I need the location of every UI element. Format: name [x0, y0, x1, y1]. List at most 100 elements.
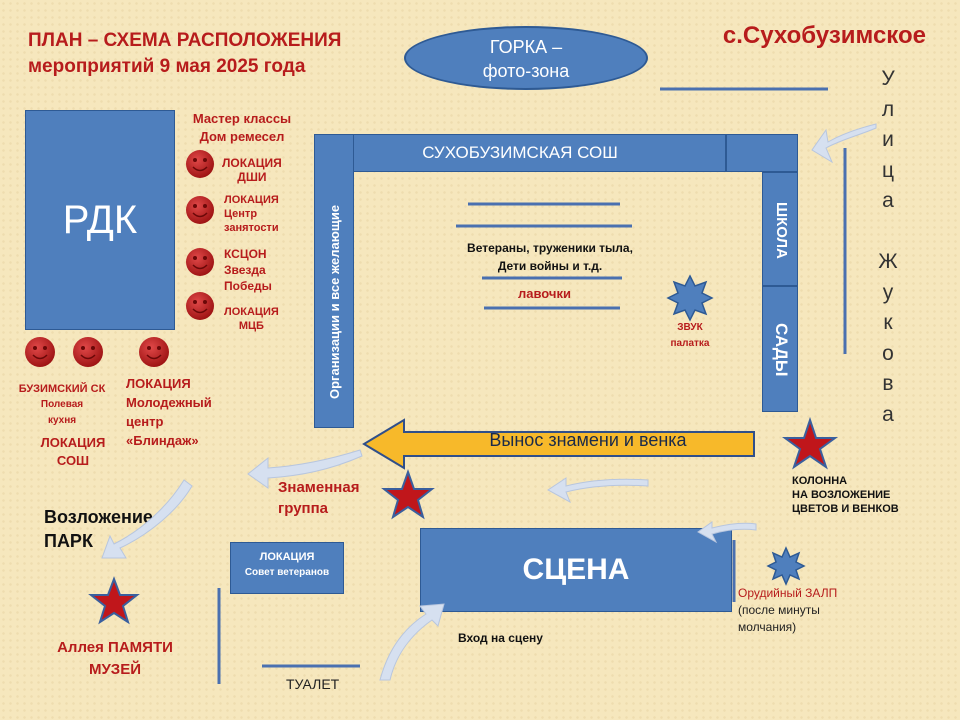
- sady-wing: САДЫ: [762, 286, 798, 412]
- sound-tent-icon: [666, 274, 714, 322]
- zvuk-tent-label: ЗВУК палатка: [664, 320, 716, 352]
- location-sosh-label: ЛОКАЦИЯ СОШ: [28, 434, 118, 470]
- street-zhukova-label: У л и ц а Ж у к о в а: [874, 64, 902, 430]
- kolonna-l3: ЦВЕТОВ И ВЕНКОВ: [792, 503, 899, 515]
- vozlozhenie-l1: Возложение: [44, 507, 153, 527]
- smiley-icon: [73, 337, 103, 367]
- master-classes-label: Мастер классы Дом ремесел: [186, 110, 298, 146]
- curve-arrow-to-park: [101, 479, 193, 559]
- kolonna-l1: КОЛОННА: [792, 475, 848, 487]
- street-letter: а: [882, 189, 894, 212]
- kolonna-l2: НА ВОЗЛОЖЕНИЕ: [792, 489, 891, 501]
- smiley-icon: [25, 337, 55, 367]
- loc-kscon-l1: КСЦОН: [224, 247, 267, 261]
- smiley-icon: [186, 196, 214, 224]
- loc-zan-l3: занятости: [224, 222, 279, 234]
- location-kscon-label: КСЦОН Звезда Победы: [224, 246, 272, 294]
- veterans-label: Ветераны, труженики тыла, Дети войны и т…: [440, 239, 660, 275]
- street-letter: о: [882, 341, 894, 365]
- loc-kscon-l2: Звезда: [224, 263, 266, 277]
- gorka-line2: фото-зона: [482, 61, 570, 81]
- loc-kscon-l3: Победы: [224, 279, 272, 293]
- plan-title-line1: ПЛАН – СХЕМА РАСПОЛОЖЕНИЯ: [28, 30, 342, 51]
- busim-l1: БУЗИМСКИЙ СК: [18, 383, 106, 395]
- village-name: с.Сухобузимское: [722, 22, 926, 49]
- star-kolonna-icon: [781, 416, 839, 470]
- sovet-l1: ЛОКАЦИЯ: [259, 551, 315, 563]
- molod-l3: центр: [126, 414, 164, 429]
- location-mcb-label: ЛОКАЦИЯ МЦБ: [224, 305, 279, 333]
- stage: СЦЕНА: [420, 528, 732, 612]
- star-znamennaya-icon: [381, 468, 435, 520]
- orud-l3: молчания): [738, 620, 797, 634]
- master-line1: Мастер классы: [192, 111, 292, 126]
- location-dshi-label: ЛОКАЦИЯ ДШИ: [222, 156, 282, 184]
- street-letter: у: [882, 280, 894, 304]
- vozlozhenie-l2: ПАРК: [44, 531, 93, 551]
- busim-l2: Полевая: [40, 399, 84, 410]
- flag-wreath-arrow: [362, 418, 755, 470]
- molod-l2: Молодежный: [126, 395, 212, 410]
- veterans-l1: Ветераны, труженики тыла,: [467, 241, 633, 255]
- loc-zan-l2: Центр: [224, 208, 258, 220]
- zvuk-l1: ЗВУК: [677, 322, 703, 333]
- street-letter: и: [882, 128, 894, 151]
- rdk-label: РДК: [62, 197, 138, 242]
- curve-arrow-entrance: [379, 603, 445, 681]
- znamennaya-l2: группа: [278, 500, 329, 517]
- znamennaya-group-label: Знаменная группа: [278, 477, 359, 519]
- busim-sk-label: БУЗИМСКИЙ СК Полевая кухня: [14, 381, 110, 429]
- smiley-icons: [25, 150, 214, 367]
- smiley-icon: [139, 337, 169, 367]
- orud-l2: (после минуты: [738, 603, 820, 617]
- loc-mcb-l1: ЛОКАЦИЯ: [224, 306, 279, 318]
- stage-entrance-label: Вход на сцену: [458, 631, 543, 645]
- curve-arrow-kolonna: [697, 521, 757, 544]
- smiley-icon: [186, 292, 214, 320]
- school-top-wing: СУХОБУЗИМСКАЯ СОШ: [314, 134, 726, 172]
- shkola-wing: ШКОЛА: [762, 172, 798, 286]
- plan-title: ПЛАН – СХЕМА РАСПОЛОЖЕНИЯ мероприятий 9 …: [28, 28, 341, 80]
- loc-zan-l1: ЛОКАЦИЯ: [224, 194, 279, 206]
- master-line2: Дом ремесел: [199, 129, 285, 144]
- znamennaya-l1: Знаменная: [278, 479, 360, 496]
- loc-mcb-l2: МЦБ: [238, 320, 264, 332]
- gorka-photo-zone: ГОРКА – фото-зона: [404, 26, 648, 90]
- salute-burst-icon: [766, 546, 806, 586]
- star-alley-icon: [88, 576, 140, 625]
- street-letter: к: [883, 311, 893, 334]
- curve-arrow-left-top: [247, 449, 363, 489]
- stage-label: СЦЕНА: [522, 553, 630, 586]
- loc-dshi-l2: ДШИ: [237, 170, 267, 184]
- street-letter: ц: [881, 158, 895, 182]
- vozlozhenie-park-label: Возложение ПАРК: [44, 505, 153, 553]
- sosh-l1: ЛОКАЦИЯ: [40, 435, 106, 450]
- street-letter: Ж: [878, 250, 898, 273]
- molod-l1: ЛОКАЦИЯ: [126, 376, 191, 391]
- smiley-icon: [186, 248, 214, 276]
- sosh-l2: СОШ: [56, 453, 90, 468]
- alley-memory-label: Аллея ПАМЯТИ МУЗЕЙ: [48, 637, 182, 681]
- curve-arrow-street: [811, 123, 877, 164]
- busim-l3: кухня: [47, 415, 77, 426]
- lavochki-label: лавочки: [518, 286, 571, 301]
- street-letter: а: [882, 402, 894, 426]
- organizations-wing: Организации и все желающие: [314, 134, 354, 428]
- plan-title-line2: мероприятий 9 мая 2025 года: [28, 56, 306, 77]
- flag-wreath-route-label-overlay: Вынос знамени и венка: [489, 430, 687, 450]
- gorka-line1: ГОРКА –: [489, 37, 563, 57]
- street-letter: У: [881, 67, 895, 90]
- sovet-l2: Совет ветеранов: [244, 567, 330, 578]
- location-zanyatosti-label: ЛОКАЦИЯ Центр занятости: [224, 193, 279, 235]
- alleya-l2: МУЗЕЙ: [88, 661, 141, 678]
- loc-dshi-l1: ЛОКАЦИЯ: [222, 156, 282, 170]
- curve-arrow-stage: [547, 477, 649, 504]
- molod-l4: «Блиндаж»: [126, 433, 199, 448]
- street-letter: л: [881, 97, 895, 121]
- location-molod-label: ЛОКАЦИЯ Молодежный центр «Блиндаж»: [126, 374, 212, 450]
- bench-lines: [456, 202, 632, 310]
- kolonna-label: КОЛОННА НА ВОЗЛОЖЕНИЕ ЦВЕТОВ И ВЕНКОВ: [792, 474, 899, 516]
- alleya-l1: Аллея ПАМЯТИ: [57, 639, 173, 656]
- school-top-label: СУХОБУЗИМСКАЯ СОШ: [422, 143, 618, 162]
